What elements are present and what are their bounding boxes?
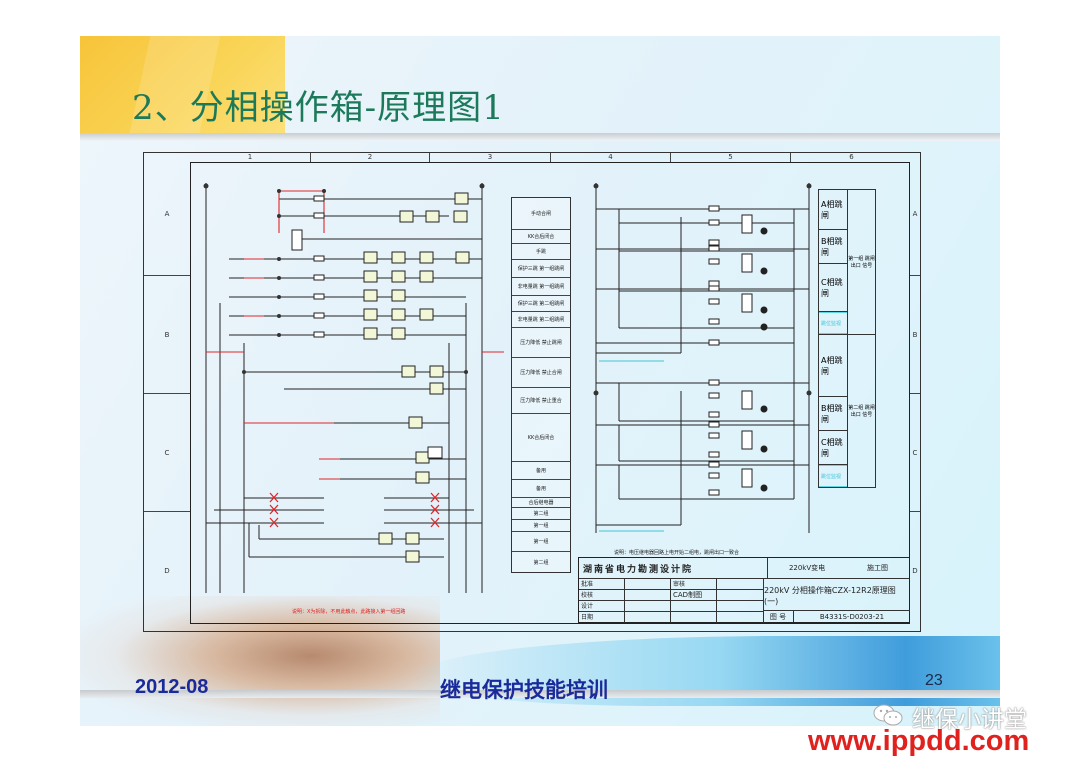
tb-field-label: 日期: [579, 612, 625, 623]
trip-group-1: A相跳闸 B相跳闸 C相跳闸 跳位监视 第一组 跳闸出口 信号: [819, 190, 875, 335]
drawing-number-row: 图 号 B4331S-D0203-21: [763, 610, 910, 622]
phase-b-cell: B相跳闸: [819, 230, 847, 264]
page-number: 23: [925, 672, 943, 689]
column-label: 4: [551, 153, 671, 162]
design-institute-name: 湖南省电力勘测设计院: [579, 558, 768, 578]
project-name: 220kV变电: [788, 564, 826, 572]
slide-title: 2、分相操作箱-原理图1: [132, 88, 505, 128]
schematic-frame: [190, 162, 910, 624]
cad-label: CAD制图: [671, 590, 717, 601]
phase-a-cell: A相跳闸: [819, 335, 847, 397]
tb-field-label: 审核: [671, 579, 717, 590]
wechat-icon: [873, 704, 903, 726]
tb-field-label: 设计: [579, 601, 625, 612]
table-cell: 非电量跳 第二组跳闸: [512, 312, 570, 328]
footer-photo: [80, 596, 440, 726]
drawing-title-block: 湖南省电力勘测设计院 220kV变电 施工图 批准 审核 校核 CAD制图 设计…: [578, 557, 910, 623]
phase-c-cell: C相跳闸: [819, 431, 847, 465]
column-label: 1: [190, 153, 311, 162]
watermark-url: www.ippdd.com: [808, 725, 1030, 757]
table-cell: KK合后闭合: [512, 230, 570, 244]
trip-monitor-cell: 跳位监视: [819, 312, 847, 334]
title-divider: [80, 133, 1000, 141]
table-cell: 第二组: [512, 508, 570, 520]
row-label: D: [164, 567, 170, 575]
group-label: 第二组 跳闸出口 信号: [848, 405, 875, 418]
tb-field-label: 批准: [579, 579, 625, 590]
schematic-drawing: 1 2 3 4 5 6 A B C D A B C D: [143, 152, 921, 632]
column-label: 5: [671, 153, 791, 162]
table-cell: 压力降低 禁止重合: [512, 388, 570, 414]
table-cell: 保护三跳 第一组跳闸: [512, 260, 570, 278]
trip-group-2: A相跳闸 B相跳闸 C相跳闸 跳位监视 第二组 跳闸出口 信号: [819, 335, 875, 487]
table-cell: 保护三跳 第二组跳闸: [512, 296, 570, 312]
slide: 2、分相操作箱-原理图1 2012-08 继电保护技能培训 23: [80, 36, 1000, 726]
table-cell: 非电量跳 第一组跳闸: [512, 278, 570, 296]
table-cell: 第一组: [512, 520, 570, 532]
phase-c-cell: C相跳闸: [819, 264, 847, 312]
row-label-right: C: [910, 394, 920, 512]
row-label-right: B: [910, 276, 920, 394]
row-label-right: A: [910, 153, 920, 276]
footer-divider: [80, 690, 1000, 698]
drawing-number: B4331S-D0203-21: [819, 612, 885, 621]
table-cell: KK合后闭合: [512, 414, 570, 462]
phase-a-cell: A相跳闸: [819, 190, 847, 230]
footer-date: 2012-08: [135, 676, 209, 698]
row-label: B: [144, 276, 190, 394]
circuit-schematic: [203, 183, 812, 593]
design-stage: 施工图: [867, 564, 889, 572]
drawing-note: 说明：电压继电器回路上电开始二组电，跳闸出口一致合: [614, 550, 740, 556]
table-cell: 手动合闸: [512, 198, 570, 230]
table-cell: 压力降低 禁止跳闸: [512, 328, 570, 358]
watermark-account: 继保小讲堂: [912, 707, 1027, 733]
row-label: C: [144, 394, 190, 512]
table-cell: 合后继电器: [512, 498, 570, 508]
title-accent-block: [80, 36, 285, 133]
group-label: 第一组 跳闸出口 信号: [848, 256, 875, 269]
table-cell: 备用: [512, 480, 570, 498]
drawing-title: 220kV 分相操作箱CZX-12R2原理图(一): [764, 586, 896, 606]
row-label-right: D: [912, 567, 918, 575]
tb-field-label: 校核: [579, 590, 625, 601]
function-description-table: 手动合闸 KK合后闭合 手跳 保护三跳 第一组跳闸 非电量跳 第一组跳闸 保护三…: [511, 197, 571, 573]
row-label: A: [144, 153, 190, 276]
footer-course-title: 继电保护技能培训: [440, 678, 608, 702]
table-cell: 第二组: [533, 559, 549, 566]
trip-output-table: A相跳闸 B相跳闸 C相跳闸 跳位监视 第一组 跳闸出口 信号 A相跳闸 B相跳…: [818, 189, 876, 488]
column-label: 2: [311, 153, 430, 162]
table-cell: 第一组: [512, 532, 570, 552]
drawing-note-red: 说明：X为拆除，不用此触点，此路接入第一组回路: [292, 609, 406, 615]
table-cell: 手跳: [512, 244, 570, 260]
trip-monitor-cell: 跳位监视: [819, 465, 847, 487]
phase-b-cell: B相跳闸: [819, 397, 847, 431]
column-label: 6: [849, 153, 854, 161]
table-cell: 压力降低 禁止合闸: [512, 358, 570, 388]
table-cell: 备用: [512, 462, 570, 480]
column-label: 3: [430, 153, 551, 162]
